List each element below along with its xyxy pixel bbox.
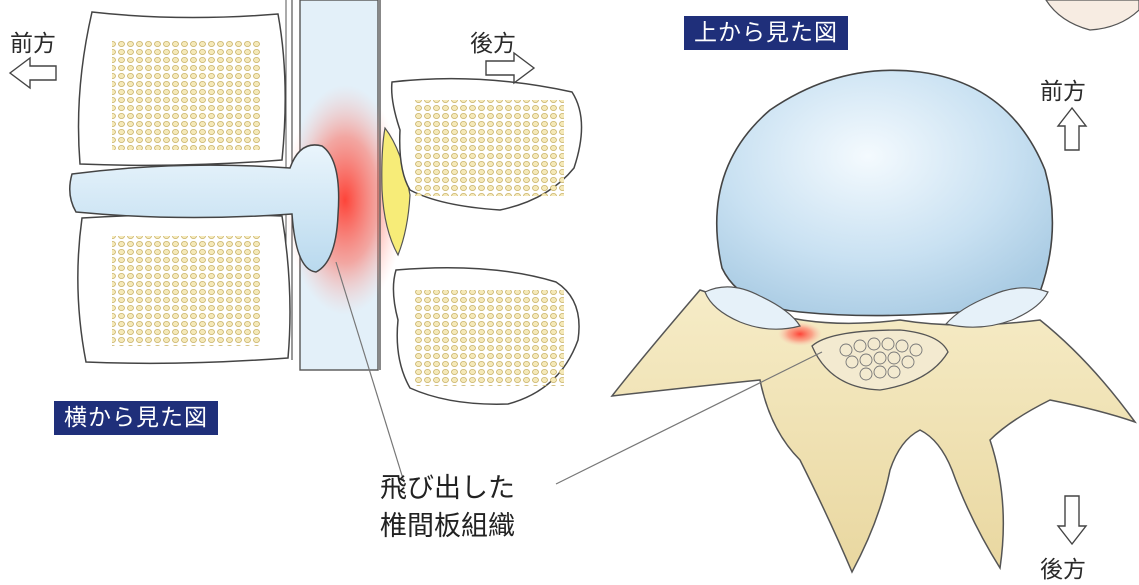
top-front-label: 前方: [1040, 72, 1086, 106]
top-view-title: 上から見た図: [684, 16, 848, 50]
back-arrow-icon-top: [1058, 496, 1086, 544]
callout-line-2: 椎間板組織: [380, 508, 515, 546]
front-arrow-icon-top: [1058, 108, 1086, 150]
hand-fragment: [1046, 0, 1139, 30]
callout-line-1: 飛び出した: [380, 470, 515, 508]
intervertebral-disc-top: [717, 70, 1053, 315]
top-back-label: 後方: [1040, 550, 1086, 584]
side-view-title: 横から見た図: [54, 401, 218, 435]
front-arrow-icon: [10, 58, 56, 88]
side-back-label: 後方: [470, 24, 516, 58]
herniated-disc-callout: 飛び出した 椎間板組織: [380, 470, 515, 546]
side-view: [10, 0, 582, 404]
side-front-label: 前方: [10, 24, 56, 58]
